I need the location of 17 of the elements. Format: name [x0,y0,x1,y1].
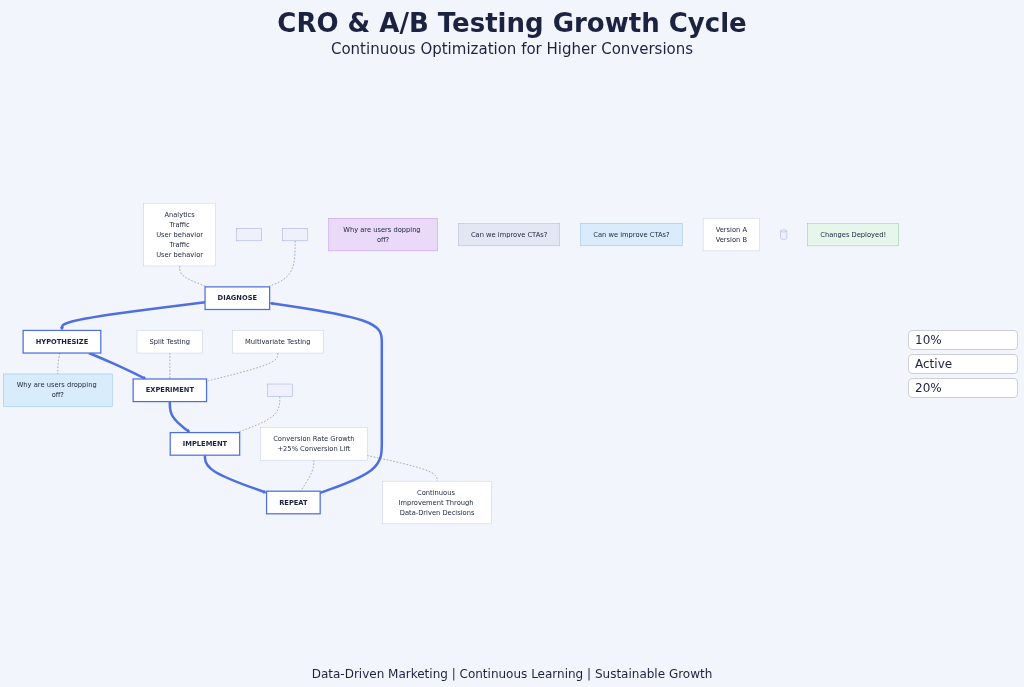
subtitle: Continuous Optimization for Higher Conversions [330,40,694,58]
caption: Data-Driven Marketing | Continuous Learning | Sustainable Growth [311,667,713,681]
node-box [236,228,262,242]
arrow [203,455,267,494]
label-text: 10% [908,329,1018,350]
arrow [60,300,206,331]
title: CRO & A/B Testing Growth Cycle [277,8,747,38]
arrow [168,401,191,433]
connector [267,240,296,288]
connector [179,265,208,288]
node-box [282,228,308,242]
label-text: 20% [908,377,1018,398]
arrow [269,301,384,495]
label-text: Active [908,353,1018,374]
connector [236,396,281,433]
node-box [267,383,293,397]
node-cylinder [780,229,787,240]
